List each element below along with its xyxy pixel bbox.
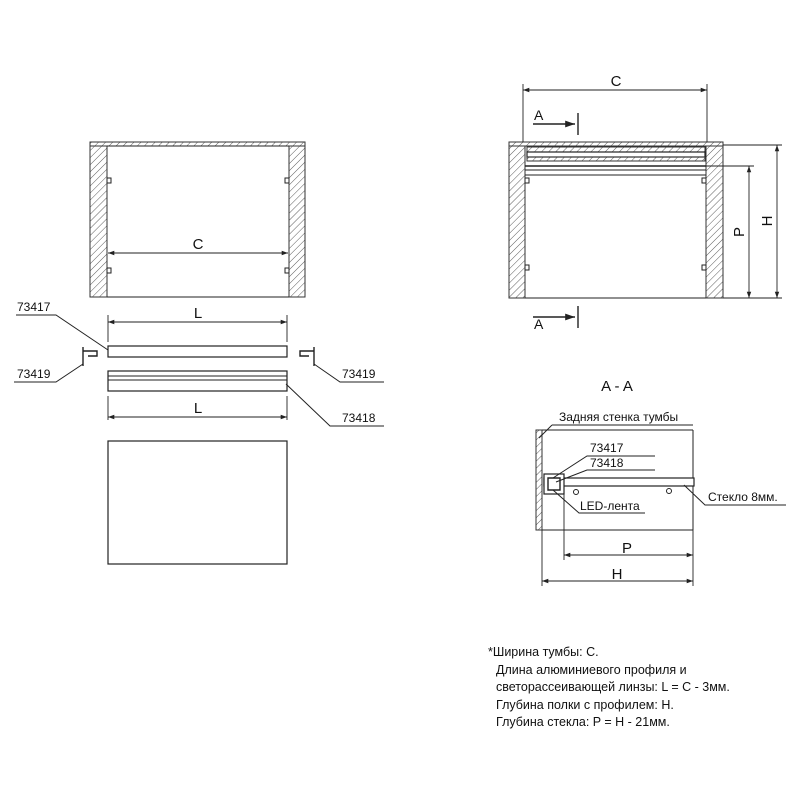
side-dim-p-label: P — [731, 227, 748, 237]
side-dim-c: C — [522, 73, 708, 142]
section-dim-p-label: P — [622, 540, 632, 557]
section-label-glass: Стекло 8мм. — [708, 490, 778, 504]
section-mark-bottom-label: A — [534, 316, 544, 332]
section-title: A - A — [601, 378, 633, 395]
side-dim-p: P — [706, 165, 754, 299]
front-dim-l-top-label: L — [194, 305, 202, 322]
section-dim-p: P — [563, 494, 694, 586]
front-glass-panel — [107, 440, 288, 565]
note-line: Глубина полки с профилем: Н. — [496, 697, 674, 712]
side-dim-h: H — [723, 144, 782, 299]
section-label-73417: 73417 — [590, 441, 624, 455]
side-dim-h-label: H — [759, 216, 776, 227]
section-label-73418: 73418 — [590, 456, 624, 470]
section-mark-top-label: A — [534, 107, 544, 123]
front-dim-c: C — [108, 236, 288, 256]
front-leaders: 73417 73419 73419 73418 — [14, 300, 384, 427]
side-view-cabinet — [508, 141, 724, 299]
section-dim-h: H — [541, 530, 693, 586]
front-lens-73418: L — [107, 370, 288, 420]
front-dim-l-bottom-label: L — [194, 400, 202, 417]
section-mark-top: A — [533, 107, 579, 135]
front-profile-73417: L — [107, 305, 288, 358]
section-label-led: LED-лента — [580, 499, 640, 513]
section-back-wall — [535, 429, 694, 531]
section-label-back-wall: Задняя стенка тумбы — [559, 410, 678, 424]
note-line: светорассеивающей линзы: L = C - 3мм. — [496, 680, 730, 695]
part-label-73419-left: 73419 — [17, 367, 51, 381]
note-line: Глубина стекла: P = H - 21мм. — [496, 715, 670, 730]
side-dim-c-label: C — [611, 73, 622, 90]
part-label-73418: 73418 — [342, 411, 376, 425]
note-line: Длина алюминиевого профиля и — [496, 662, 687, 677]
part-label-73419-right: 73419 — [342, 367, 376, 381]
part-label-73417: 73417 — [17, 300, 51, 314]
notes-block: *Ширина тумбы: С. Длина алюминиевого про… — [488, 644, 730, 732]
front-view-cabinet — [89, 141, 306, 298]
section-mark-bottom: A — [533, 306, 579, 332]
front-end-caps — [82, 347, 315, 366]
front-dim-c-label: C — [193, 236, 204, 253]
section-dim-h-label: H — [612, 566, 623, 583]
note-line: *Ширина тумбы: С. — [488, 645, 599, 659]
section-leaders: Задняя стенка тумбы 73417 73418 LED-лент… — [538, 410, 786, 514]
section-shelf — [543, 473, 695, 495]
